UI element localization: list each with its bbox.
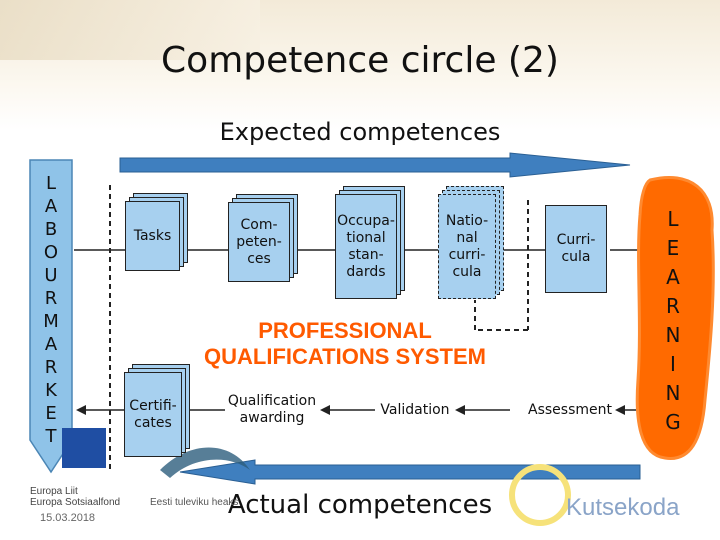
vertical-letter: U: [44, 265, 58, 286]
etf-logo-text: Eesti tuleviku heaks: [150, 497, 239, 508]
labour-market-banner: [29, 159, 73, 474]
footer-date: 15.03.2018: [40, 512, 96, 524]
eu-logo-text: Europa Liit Europa Sotsiaalfond: [30, 486, 121, 508]
vertical-letter: M: [43, 311, 59, 332]
vertical-letter: A: [44, 196, 58, 217]
competences-card: Com-peten-ces: [228, 202, 290, 282]
calendar-background-image: [0, 0, 260, 60]
expected-arrow: [119, 152, 631, 178]
vertical-letter: R: [44, 288, 58, 309]
vertical-letter: E: [666, 236, 680, 260]
bird-logo: [160, 447, 250, 478]
actual-arrow: [179, 459, 641, 485]
learning-blob: [635, 175, 715, 460]
vertical-letter: N: [665, 323, 681, 347]
vertical-letter: T: [45, 426, 57, 447]
vertical-letter: A: [44, 334, 58, 355]
vertical-letter: N: [665, 381, 681, 405]
page-title: Competence circle (2): [161, 40, 559, 81]
kutsekoda-logo: Kutsekoda: [566, 494, 680, 521]
professional-qualifications-system-label: PROFESSIONAL QUALIFICATIONS SYSTEM: [204, 318, 486, 369]
assessment-label: Assessment: [528, 401, 612, 418]
actual-competences-label: Actual competences: [227, 490, 493, 520]
vertical-letter: R: [44, 357, 58, 378]
certificates-card: Certifi-cates: [124, 372, 182, 457]
vertical-letter: R: [666, 294, 680, 318]
vertical-letter: L: [667, 207, 679, 231]
vertical-letter: B: [44, 219, 58, 240]
validation-label: Validation: [380, 401, 450, 418]
eu-flag: [62, 428, 106, 468]
vertical-letter: K: [45, 380, 57, 401]
vertical-letter: E: [45, 403, 57, 424]
vertical-letter: G: [665, 410, 681, 434]
vertical-letter: A: [666, 265, 680, 289]
vertical-letter: L: [45, 173, 57, 194]
sun-logo: [509, 464, 571, 526]
vertical-letter: I: [670, 352, 676, 376]
curricula-card: Curri-cula: [545, 205, 607, 293]
vertical-letter: O: [43, 242, 59, 263]
expected-competences-label: Expected competences: [219, 118, 501, 146]
tasks-card: Tasks: [125, 201, 180, 271]
